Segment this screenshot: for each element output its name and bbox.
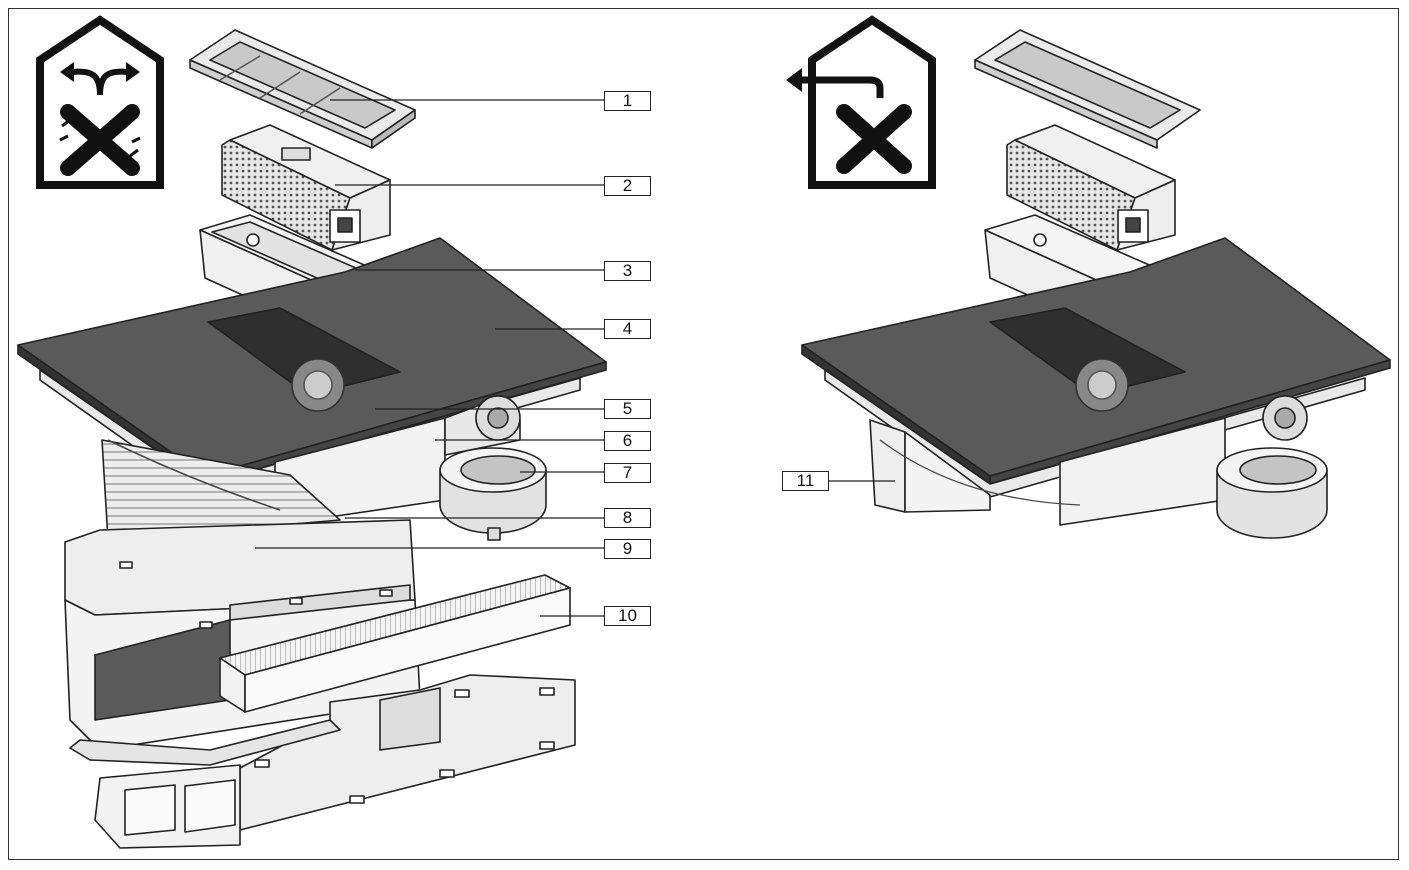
part-7-fan-ring	[439, 447, 547, 541]
part-1-cover-grid	[189, 29, 416, 149]
callout-1: 1	[604, 91, 651, 111]
recirculation-not-allowed-icon	[36, 15, 164, 189]
right-cover-grid	[974, 29, 1201, 149]
callout-8: 8	[604, 508, 651, 528]
part-8-bellows	[101, 439, 341, 541]
right-assembly	[801, 29, 1391, 539]
right-cooktop	[801, 237, 1391, 485]
callout-5: 5	[604, 399, 651, 419]
callout-2: 2	[604, 176, 651, 196]
callout-9: 9	[604, 539, 651, 559]
part-6-fan-housing	[274, 395, 521, 526]
right-filter-module	[1006, 124, 1176, 251]
base-duct-assembly	[69, 674, 576, 849]
left-leader-lines	[255, 99, 604, 617]
right-frame	[824, 369, 1366, 498]
callout-6: 6	[604, 431, 651, 451]
callout-10: 10	[604, 606, 651, 626]
part-10-pleated-filter	[219, 574, 571, 713]
callout-7: 7	[604, 463, 651, 483]
callout-3: 3	[604, 261, 651, 281]
part-2-filter-module	[221, 124, 391, 251]
exhaust-not-allowed-icon	[786, 15, 936, 189]
right-fan-ring	[1216, 447, 1328, 539]
callout-11: 11	[782, 471, 829, 491]
left-exploded-assembly	[17, 29, 607, 849]
part-11-side-box	[869, 419, 991, 513]
callout-4: 4	[604, 319, 651, 339]
